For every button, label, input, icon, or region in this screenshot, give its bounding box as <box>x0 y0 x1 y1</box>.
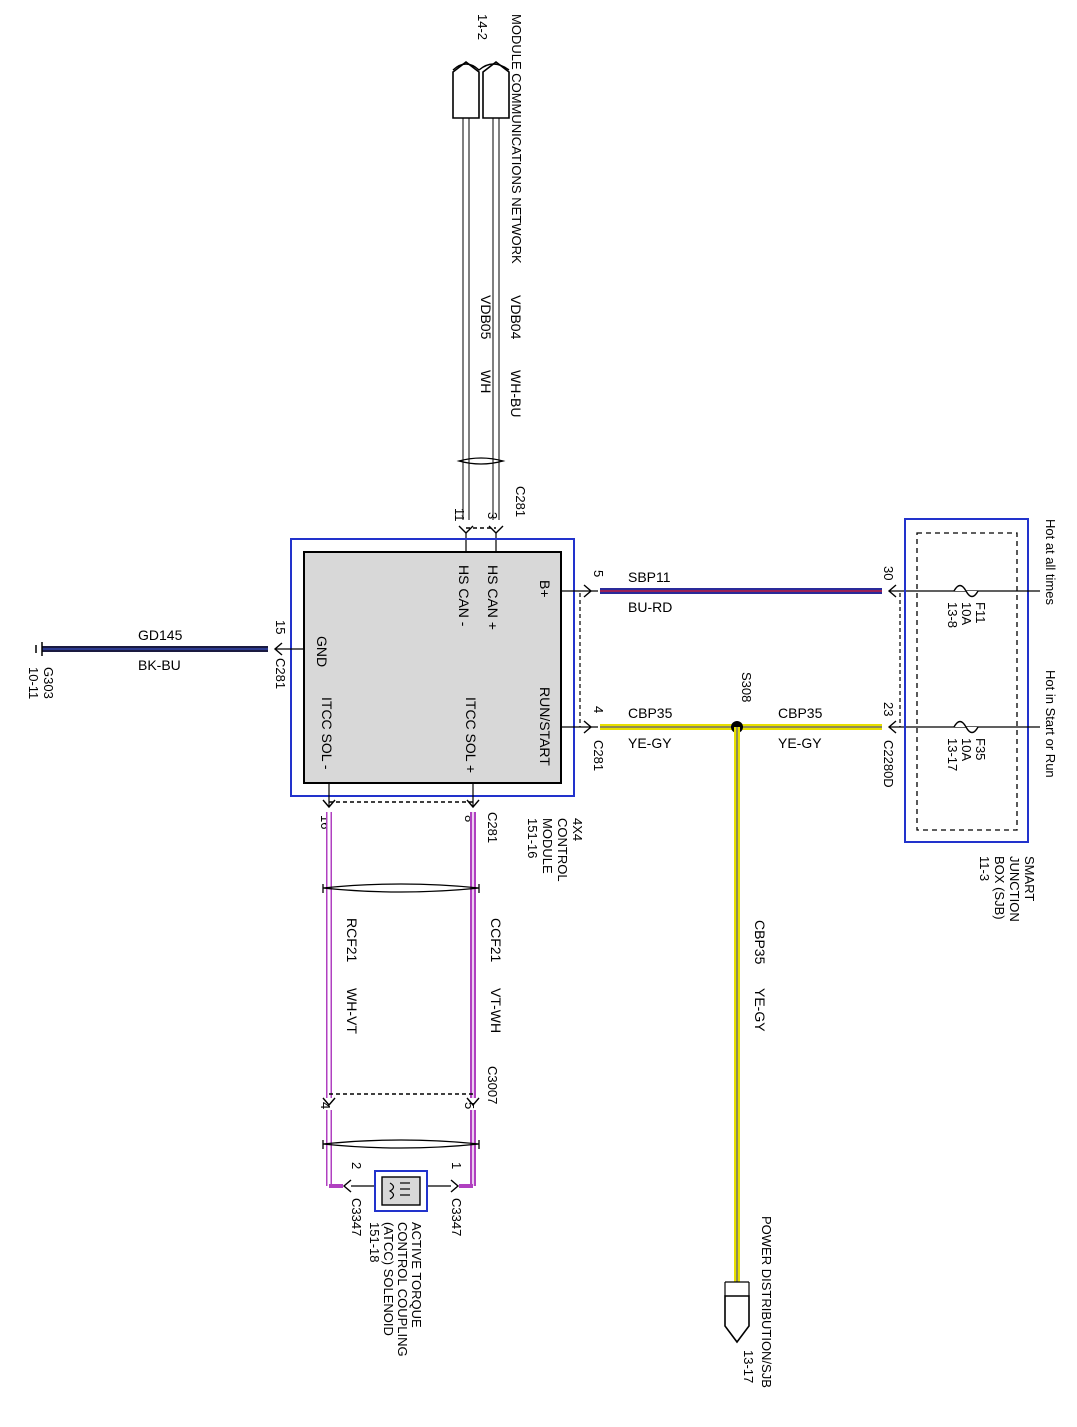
gd145-color: BK-BU <box>138 657 181 673</box>
solenoid-name-line2: CONTROL COUPLING <box>395 1222 410 1357</box>
hot-at-all-times: Hot at all times <box>1043 519 1058 605</box>
ground-point: G303 <box>41 667 56 699</box>
fuse-f11-ref: 13-8 <box>945 602 960 628</box>
fuse-f11-rating: 10A <box>959 602 974 625</box>
rcf21-circuit: RCF21 <box>344 918 360 963</box>
vdb04-circuit: VDB04 <box>508 295 524 340</box>
power-distribution: CBP35 YE-GY POWER DISTRIBUTION/SJB 13-17 <box>724 920 774 1388</box>
pin-label-b-plus: B+ <box>537 580 553 598</box>
fuse-f35-rating: 10A <box>959 738 974 761</box>
solenoid-border <box>374 1170 428 1212</box>
can-network-arrow-right <box>482 60 510 119</box>
fuse-f11-name: F11 <box>973 602 988 623</box>
sbp11-module-pin: 5 <box>591 570 606 577</box>
sjb-name-line2: JUNCTION <box>1007 856 1022 922</box>
solenoid-module-connector: C281 <box>485 812 500 843</box>
gd145-circuit: GD145 <box>138 627 183 643</box>
vdb04-color: WH-BU <box>508 370 524 417</box>
run-start-circuit: 4 C281 CBP35 YE-GY CBP35 YE-GY S308 23 C… <box>561 672 960 1282</box>
ccf21-module-pin: 8 <box>462 815 477 822</box>
fuse-f35-name: F35 <box>973 738 988 760</box>
sjb-border <box>904 518 1029 843</box>
fuse-f11-symbol <box>953 584 979 598</box>
module-ref: 151-16 <box>525 818 540 858</box>
smart-junction-box: F11 10A 13-8 F35 10A 13-17 Hot at all ti… <box>904 518 1058 922</box>
pin-label-hs-can-plus: HS CAN + <box>485 565 501 630</box>
ground-circuit: GD145 BK-BU G303 10-11 15 C281 <box>26 620 304 699</box>
atcc-solenoid: ACTIVE TORQUE CONTROL COUPLING (ATCC) SO… <box>367 1170 428 1357</box>
cbp35-color-left: YE-GY <box>628 735 672 751</box>
solenoid-pin-2: 2 <box>349 1162 364 1169</box>
sbp11-circuit: SBP11 <box>628 569 671 585</box>
pin-label-itcc-sol-plus: ITCC SOL + <box>463 697 479 773</box>
cbp35-sjb-pin: 23 <box>881 702 896 716</box>
power-distribution-arrow <box>724 1295 750 1344</box>
solenoid-connector-left: C3347 <box>349 1198 364 1236</box>
sbp11-color: BU-RD <box>628 599 672 615</box>
cbp35-circuit-left: CBP35 <box>628 705 673 721</box>
pin-label-hs-can-minus: HS CAN - <box>456 565 472 627</box>
fuse-f35-symbol <box>953 720 979 734</box>
solenoid-circuit: 16 8 C281 RCF21 WH-VT CCF21 VT-WH C3007 … <box>318 783 504 1236</box>
bplus-circuit: 5 SBP11 BU-RD 30 <box>561 566 960 727</box>
solenoid-pin-1: 1 <box>449 1162 464 1169</box>
module-outer-border <box>290 538 575 797</box>
can-connector: C281 <box>513 486 528 517</box>
vdb05-circuit: VDB05 <box>478 295 494 340</box>
pin-label-itcc-sol-minus: ITCC SOL - <box>319 697 335 770</box>
cbp35-circuit-right: CBP35 <box>778 705 823 721</box>
hot-in-start-run: Hot in Start or Run <box>1043 670 1058 778</box>
fuse-f35-ref: 13-17 <box>945 738 960 771</box>
vdb05-color: WH <box>478 370 494 393</box>
gnd-pin-15: 15 <box>273 620 288 634</box>
can-network-ref: 14-2 <box>475 14 490 40</box>
splice-label: S308 <box>739 672 754 702</box>
pin-label-run-start: RUN/START <box>537 687 553 766</box>
cbp35-color-right: YE-GY <box>778 735 822 751</box>
pd-color: YE-GY <box>752 988 768 1032</box>
ccf21-circuit: CCF21 <box>488 918 504 963</box>
can-network-label: MODULE COMMUNICATIONS NETWORK <box>509 14 524 264</box>
can-network-section: 14-2 MODULE COMMUNICATIONS NETWORK VDB05… <box>452 14 528 552</box>
inline-pin-plus: 5 <box>462 1102 477 1109</box>
sjb-name-line1: SMART <box>1022 856 1037 901</box>
rcf21-color: WH-VT <box>344 988 360 1034</box>
can-network-arrow-left <box>452 60 480 119</box>
pin-label-gnd: GND <box>314 636 330 667</box>
power-distribution-label: POWER DISTRIBUTION/SJB <box>759 1216 774 1388</box>
power-distribution-ref: 13-17 <box>741 1350 756 1383</box>
cbp35-module-connector: C281 <box>591 740 606 771</box>
coil-icon <box>388 1182 395 1200</box>
sjb-name-line3: BOX (SJB) <box>992 856 1007 920</box>
module-body <box>303 551 562 784</box>
twisted-pair-marker <box>456 457 506 465</box>
can-pin-11: 11 <box>452 508 467 522</box>
sjb-ref: 11-3 <box>977 856 992 881</box>
module-name-line2: CONTROL <box>555 818 570 882</box>
solenoid-name-line3: (ATCC) SOLENOID <box>381 1222 396 1336</box>
ccf21-color: VT-WH <box>488 988 504 1033</box>
cbp35-module-pin: 4 <box>591 706 606 713</box>
solenoid-ref: 151-18 <box>367 1222 382 1262</box>
inline-connector: C3007 <box>485 1066 500 1104</box>
sbp11-sjb-pin: 30 <box>881 566 896 580</box>
can-pin-3: 3 <box>485 512 500 519</box>
solenoid-name-line1: ACTIVE TORQUE <box>409 1222 424 1328</box>
solenoid-connector-right: C3347 <box>449 1198 464 1236</box>
inline-pin-minus: 4 <box>318 1102 333 1109</box>
module-name-line3: MODULE <box>540 818 555 874</box>
module-name-line1: 4X4 <box>570 818 585 841</box>
4x4-control-module: B+ HS CAN + HS CAN - RUN/START GND ITCC … <box>290 538 585 882</box>
ground-ref: 10-11 <box>26 667 41 699</box>
gnd-connector: C281 <box>273 658 288 689</box>
pd-circuit: CBP35 <box>752 920 768 965</box>
cbp35-sjb-connector: C2280D <box>881 740 896 788</box>
